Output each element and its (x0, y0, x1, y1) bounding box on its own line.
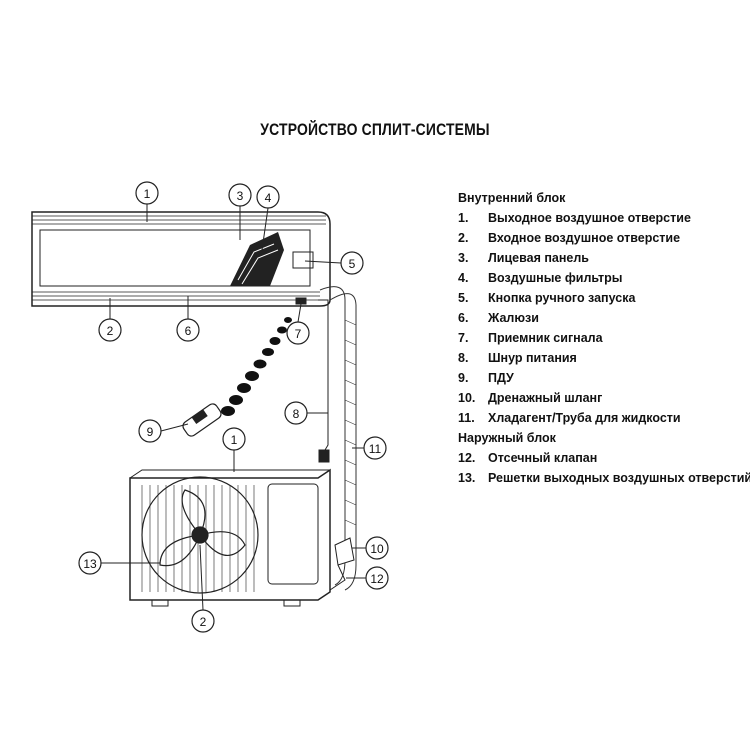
signal-receiver-graphic (295, 297, 307, 305)
legend-item-number: 13. (458, 471, 476, 485)
legend-item-number: 5. (458, 291, 469, 305)
legend-item: 12. Отсечный клапан (458, 448, 750, 468)
legend-item-label: Лицевая панель (488, 251, 589, 265)
legend-item-label: Выходное воздушное отверстие (488, 211, 691, 225)
leader-lines (101, 204, 366, 611)
legend-item-label: Хладагент/Труба для жидкости (488, 411, 681, 425)
diagram-title: УСТРОЙСТВО СПЛИТ-СИСТЕМЫ (260, 120, 490, 139)
svg-text:12: 12 (370, 572, 384, 586)
callout-indoor-3: 3 (228, 183, 252, 207)
svg-text:2: 2 (107, 324, 114, 338)
callout-outdoor-12: 12 (365, 566, 389, 590)
legend-item-number: 11. (458, 411, 475, 425)
svg-text:7: 7 (295, 327, 302, 341)
callout-outdoor-2: 2 (191, 609, 215, 633)
legend-item-label: Жалюзи (488, 311, 539, 325)
callout-outdoor-13: 13 (78, 551, 102, 575)
svg-text:13: 13 (83, 557, 97, 571)
callout-indoor-2: 2 (98, 318, 122, 342)
legend-item-label: ПДУ (488, 371, 514, 385)
legend-indoor-list: 1. Выходное воздушное отверстие 2. Входное … (458, 208, 750, 428)
callout-indoor-5: 5 (340, 251, 364, 275)
legend-item: 6. Жалюзи (458, 308, 750, 328)
callout-outdoor-1: 1 (222, 427, 246, 451)
legend-item-number: 2. (458, 231, 469, 245)
legend-item-label: Шнур питания (488, 351, 577, 365)
legend-item-number: 4. (458, 271, 469, 285)
callout-indoor-9: 9 (138, 419, 162, 443)
svg-text:11: 11 (369, 442, 382, 456)
legend-item: 3. Лицевая панель (458, 248, 750, 268)
legend-item-label: Отсечный клапан (488, 451, 598, 465)
svg-text:3: 3 (237, 189, 244, 203)
remote-control-graphic (182, 403, 222, 437)
legend-item-label: Дренажный шланг (488, 391, 603, 405)
legend-item: 8. Шнур питания (458, 348, 750, 368)
air-filter-graphic (230, 232, 284, 286)
callout-outdoor-11: 11 (363, 436, 387, 460)
legend-indoor-header: Внутренний блок (458, 191, 566, 205)
callout-indoor-6: 6 (176, 318, 200, 342)
legend-item-number: 6. (458, 311, 469, 325)
refrigerant-pipe (319, 286, 357, 591)
signal-beam (221, 317, 292, 416)
indoor-unit (31, 211, 331, 307)
legend-item: 2. Входное воздушное отверстие (458, 228, 750, 248)
service-valve-graphic (329, 537, 355, 591)
svg-text:1: 1 (231, 433, 238, 447)
svg-text:6: 6 (185, 324, 192, 338)
power-cord (318, 299, 330, 463)
legend-item: 1. Выходное воздушное отверстие (458, 208, 750, 228)
legend-item-label: Решетки выходных воздушных отверстий (488, 471, 750, 485)
legend-item-number: 12. (458, 451, 476, 465)
legend-item: 10. Дренажный шланг (458, 388, 750, 408)
legend-item: 4. Воздушные фильтры (458, 268, 750, 288)
legend-item-label: Воздушные фильтры (488, 271, 623, 285)
outdoor-unit (129, 468, 355, 607)
legend-item: 7. Приемник сигнала (458, 328, 750, 348)
legend-item-number: 10. (458, 391, 476, 405)
callout-indoor-7: 7 (286, 321, 310, 345)
fan-blades (159, 489, 246, 567)
legend-item-label: Приемник сигнала (488, 331, 603, 345)
svg-text:10: 10 (370, 542, 384, 556)
legend-item-number: 9. (458, 371, 469, 385)
legend-item-number: 8. (458, 351, 469, 365)
legend-item: 5. Кнопка ручного запуска (458, 288, 750, 308)
legend-item-label: Входное воздушное отверстие (488, 231, 681, 245)
legend-item-number: 1. (458, 211, 469, 225)
legend-outdoor-list: 12. Отсечный клапан 13. Решетки выходных во… (458, 448, 750, 488)
svg-text:5: 5 (349, 257, 356, 271)
legend-item: 9. ПДУ (458, 368, 750, 388)
svg-text:2: 2 (200, 615, 207, 629)
legend-item-number: 7. (458, 331, 469, 345)
svg-text:1: 1 (144, 187, 151, 201)
legend-item: 13. Решетки выходных воздушных отверстий (458, 468, 750, 488)
legend-item: 11. Хладагент/Труба для жидкости (458, 408, 750, 428)
legend-item-number: 3. (458, 251, 469, 265)
legend-outdoor-header: Наружный блок (458, 431, 556, 445)
svg-text:4: 4 (265, 191, 272, 205)
svg-text:9: 9 (147, 425, 154, 439)
svg-text:8: 8 (293, 407, 300, 421)
callout-indoor-4: 4 (256, 185, 280, 209)
callout-indoor-8: 8 (284, 401, 308, 425)
parts-legend: Внутренний блок 1. Выходное воздушное отв… (458, 188, 750, 488)
legend-item-label: Кнопка ручного запуска (488, 291, 636, 305)
callout-outdoor-10: 10 (365, 536, 389, 560)
manual-button-graphic (292, 251, 314, 269)
callout-indoor-1: 1 (135, 181, 159, 205)
